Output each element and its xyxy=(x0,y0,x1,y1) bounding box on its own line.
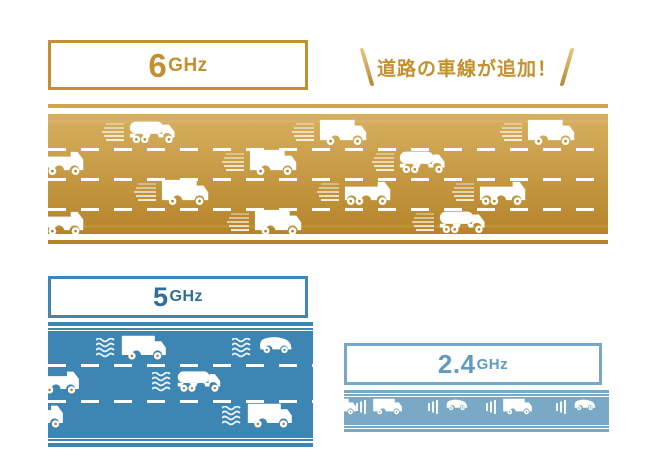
road-surface-6ghz xyxy=(48,114,608,234)
motion-lines-icon xyxy=(412,212,434,232)
road-edge-bottom xyxy=(48,443,313,447)
vehicle-box-truck xyxy=(248,147,302,176)
lane-divider xyxy=(48,364,313,367)
road-edge-top xyxy=(48,322,313,326)
motion-lines-icon xyxy=(102,122,124,142)
band-label-24ghz: 2.4 GHz xyxy=(344,343,602,385)
lane-divider xyxy=(48,178,608,181)
motion-lines-icon xyxy=(232,337,252,362)
motion-lines-icon xyxy=(292,122,314,142)
motion-lines-icon xyxy=(486,400,498,415)
vehicle-box-truck xyxy=(502,397,535,415)
motion-lines-icon xyxy=(317,182,339,202)
motion-lines-icon xyxy=(356,400,368,415)
road-edge-bottom xyxy=(344,429,609,432)
road-edge-top xyxy=(48,104,608,108)
vehicle-box-truck xyxy=(526,117,580,146)
road-surface-5ghz xyxy=(48,331,313,438)
vehicle-box-truck xyxy=(120,333,171,360)
vehicle-flatbed-truck xyxy=(48,147,90,176)
band-unit-5ghz: GHz xyxy=(169,288,204,305)
band-label-6ghz: 6 GHz xyxy=(48,40,308,90)
vehicle-car xyxy=(256,333,294,354)
vehicle-box-truck xyxy=(318,117,372,146)
band-value-24ghz: 2.4 xyxy=(437,349,476,379)
motion-lines-icon xyxy=(227,212,249,232)
vehicle-tanker-truck xyxy=(438,207,492,234)
vehicle-flatbed-truck xyxy=(48,367,85,394)
slash-left-icon xyxy=(359,48,375,86)
motion-lines-icon xyxy=(556,400,568,415)
callout-text: 道路の車線が追加！ xyxy=(376,58,557,80)
road-surface-24ghz xyxy=(344,397,609,425)
vehicle-tanker-truck xyxy=(398,147,452,175)
band-value-5ghz: 5 xyxy=(152,281,169,312)
vehicle-car xyxy=(444,397,469,411)
motion-lines-icon xyxy=(428,400,440,415)
motion-lines-icon xyxy=(96,337,116,362)
callout-banner: 道路の車線が追加！ xyxy=(322,44,612,90)
vehicle-flatbed-truck xyxy=(478,177,532,206)
vehicle-tanker-truck xyxy=(176,367,227,394)
motion-lines-icon xyxy=(452,182,474,202)
vehicle-tanker-truck xyxy=(128,117,182,145)
vehicle-flatbed-truck xyxy=(343,177,397,206)
slash-right-icon xyxy=(559,48,575,86)
road-5ghz xyxy=(48,322,313,447)
vehicle-box-truck xyxy=(372,397,405,415)
road-edge-inner-top xyxy=(48,328,313,330)
motion-lines-icon xyxy=(152,371,172,396)
road-edge-top xyxy=(344,390,609,393)
motion-lines-icon xyxy=(372,152,394,172)
motion-lines-icon xyxy=(222,152,244,172)
motion-lines-icon xyxy=(500,122,522,142)
vehicle-car xyxy=(572,397,597,411)
road-24ghz xyxy=(344,390,609,432)
lane-divider xyxy=(48,400,313,403)
vehicle-flatbed-truck xyxy=(48,401,69,428)
band-value-6ghz: 6 xyxy=(148,46,168,84)
lane-divider xyxy=(48,148,608,151)
road-edge-inner-top xyxy=(344,394,609,396)
road-edge-inner-bottom xyxy=(48,225,608,228)
motion-lines-icon xyxy=(134,182,156,202)
band-label-5ghz: 5 GHz xyxy=(48,276,308,318)
vehicle-box-truck xyxy=(160,177,214,206)
road-edge-bottom xyxy=(48,240,608,244)
vehicle-flatbed-truck xyxy=(48,207,90,234)
motion-lines-icon xyxy=(222,405,242,430)
vehicle-box-truck xyxy=(344,397,359,415)
vehicle-box-truck xyxy=(253,207,307,234)
band-unit-6ghz: GHz xyxy=(168,54,208,76)
road-edge-inner-bottom xyxy=(48,439,313,441)
lane-divider xyxy=(48,208,608,211)
road-edge-inner-bottom xyxy=(344,426,609,428)
band-unit-24ghz: GHz xyxy=(476,355,509,373)
road-6ghz xyxy=(48,104,608,244)
vehicle-box-truck xyxy=(246,401,297,428)
